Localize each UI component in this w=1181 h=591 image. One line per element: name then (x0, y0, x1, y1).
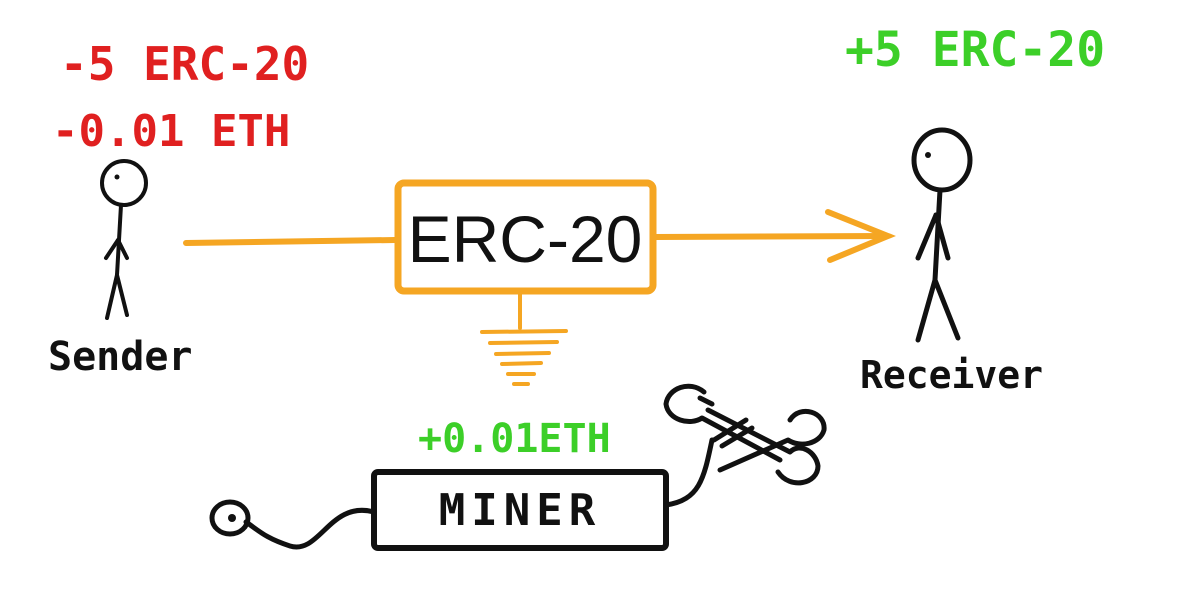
sender-label: Sender (48, 334, 193, 380)
erc20-token-label: ERC-20 (408, 202, 643, 276)
sender-eth-change: -0.01 ETH (52, 106, 290, 157)
wrench-icon (663, 383, 827, 486)
receiver-label: Receiver (860, 353, 1043, 397)
transfer-arrow (183, 209, 896, 263)
miner-reward: +0.01ETH (418, 416, 611, 462)
receiver-stick-figure (911, 127, 973, 343)
fee-ground-symbol (480, 291, 568, 386)
miner-label: MINER (439, 485, 601, 536)
miner-tool-cable (663, 437, 715, 508)
power-plug-icon (209, 499, 377, 550)
erc20-token-box (394, 179, 657, 295)
sender-token-change: -5 ERC-20 (60, 37, 309, 91)
sender-stick-figure (100, 159, 148, 320)
receiver-token-change: +5 ERC-20 (845, 22, 1105, 78)
